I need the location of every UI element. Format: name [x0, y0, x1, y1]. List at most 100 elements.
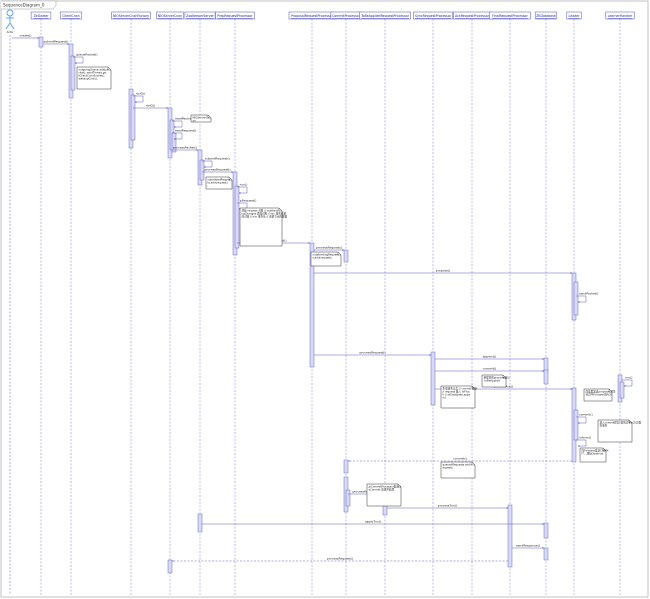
- note-text-6: 生成事务日志 // commit 检查 // request 放入 toFlus…: [443, 387, 479, 400]
- note-line: 从CommitProcessor取出 t: [369, 485, 401, 489]
- participant-label-tlcrp: ToBeAppliedRequestProcessor: [360, 14, 409, 18]
- note-fold-7: [608, 389, 612, 393]
- message-label-9: processRequest(): [204, 168, 230, 172]
- note-line: oCommit 请求并处理: [369, 488, 395, 492]
- participant-label-frp: FinalRequestProcessor: [492, 14, 528, 18]
- participant-label-zkdb: ZKDatabase: [536, 14, 556, 18]
- note-2: [205, 176, 233, 190]
- note-line: equest);: [443, 466, 454, 470]
- actor-label: Actor: [7, 30, 15, 34]
- message-label-17: append(): [483, 355, 497, 359]
- message-label-16: processRequest(): [359, 351, 385, 355]
- note-text-5: 将提交的proposal放入 toBeApplied: [484, 376, 511, 383]
- activation-20: [573, 409, 579, 441]
- message-label-24: processRequest(): [352, 490, 378, 494]
- activation-27: [507, 504, 513, 568]
- note-8: [597, 419, 633, 443]
- message-label-6: readRequest(): [175, 129, 196, 133]
- participant-label-prp: PrepRequestProcessor: [217, 14, 253, 18]
- note-line: nd: [443, 396, 447, 400]
- note-text-7: 向集群发送proposal 并等待过半Follower的ACK: [586, 390, 617, 397]
- note-fold-2: [228, 177, 232, 181]
- message-label-25: processTxn(): [438, 504, 457, 508]
- note-line: IT，通知Observer: [582, 452, 605, 456]
- activation-13: [343, 249, 349, 263]
- activation-29: [543, 547, 549, 561]
- note-5: [481, 374, 507, 388]
- message-self-22: [576, 439, 587, 446]
- message-label-23: commit(): [453, 457, 467, 461]
- note-line: wakeupCnxn();: [79, 77, 99, 81]
- participant-label-lh: LearnerHandler: [608, 14, 633, 18]
- message-label-20: run(): [625, 376, 632, 380]
- message-label-11: pRequest(): [240, 199, 256, 203]
- note-line: h // zkDatabase.appe: [443, 393, 471, 397]
- message-label-26: applyTxn(): [365, 520, 381, 524]
- activation-4: [130, 94, 136, 141]
- note-3: [239, 207, 283, 247]
- note-line: tClientCnxnSocket().: [79, 74, 106, 78]
- message-label-7: processPacket(): [173, 146, 197, 150]
- activation-31: [167, 559, 173, 574]
- note-line: 向Follower发送COMM: [582, 449, 609, 453]
- note-line: outgoingQueue.add(pa: [79, 68, 109, 72]
- note-line: ;: [208, 184, 209, 188]
- message-label-28: processRequest(): [327, 557, 353, 561]
- message-label-18: commit(): [483, 367, 497, 371]
- activation-9: [199, 159, 205, 181]
- activation-12: [309, 242, 315, 368]
- note-line: 向集群发送proposal 并等: [586, 390, 617, 394]
- activation-0: [38, 36, 44, 48]
- note-line: ts.add(request): [208, 181, 228, 185]
- note-fold-0: [107, 67, 111, 71]
- participant-label-nccf: NIOServerCnxnFactory: [113, 14, 149, 18]
- note-fold-4: [337, 252, 341, 256]
- message-self-15: [576, 295, 587, 302]
- message-self-20: [622, 379, 633, 386]
- activation-11: [234, 185, 240, 249]
- participant-label-zk: ZkStarter: [33, 14, 49, 18]
- message-self-8: [202, 160, 213, 167]
- activation-15: [573, 281, 579, 316]
- message-label-13: processRequest(): [316, 246, 342, 250]
- participant-label-prp2: ProposalRequestProcessor: [291, 14, 334, 18]
- note-line: s.add(request);: [313, 256, 333, 260]
- activation-23: [343, 459, 349, 474]
- note-line: 待过半Follower的ACK: [586, 393, 613, 397]
- note-fold-11: [397, 484, 401, 488]
- note-line: 将提交的proposal放入: [484, 376, 511, 380]
- note-6: [440, 385, 476, 409]
- message-self-3: [133, 95, 144, 102]
- message-label-0: create(): [20, 34, 32, 38]
- note-fold-9: [602, 448, 606, 452]
- activation-25: [345, 489, 351, 507]
- note-7: [583, 388, 613, 402]
- note-line: toBeApplied: [484, 379, 501, 383]
- participant-label-arp: AckRequestProcessor: [455, 14, 490, 18]
- message-label-15: sendPacket(): [579, 292, 598, 296]
- message-label-8: submitRequest(): [205, 157, 230, 161]
- note-10: [440, 461, 476, 479]
- participant-label-cp: CommitProcessor: [332, 14, 361, 18]
- note-9: [579, 447, 607, 463]
- message-label-21: commit(): [579, 413, 593, 417]
- note-line: 的对象 // hdr 事务头 // 请求节点的数据: [242, 215, 288, 219]
- frame-label: SequenceDiagram_0: [3, 3, 45, 8]
- message-label-1: submitRequest(): [44, 40, 69, 44]
- frame-tab: [1, 0, 57, 10]
- note-fold-10: [471, 462, 475, 466]
- note-line: 交事务: [600, 424, 608, 428]
- participant-label-srp: SyncRequestProcessor: [415, 14, 452, 18]
- activation-18: [543, 369, 549, 385]
- message-self-5: [172, 120, 183, 127]
- note-11: [366, 483, 402, 507]
- note-fold-5: [502, 375, 506, 379]
- activation-16: [430, 351, 436, 406]
- note-fold-6: [471, 386, 475, 390]
- note-line: submittedReques: [208, 178, 231, 182]
